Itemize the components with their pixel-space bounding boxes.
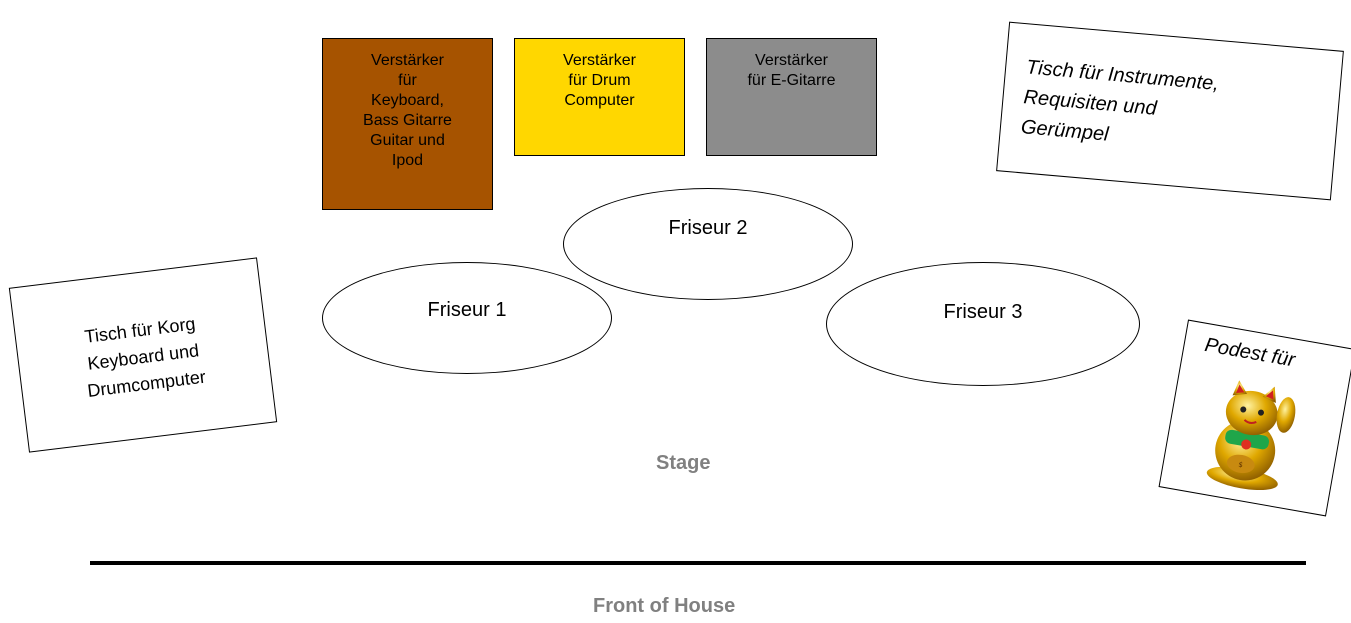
table-instruments-label: Tisch für Instrumente, Requisiten und Ge… — [1020, 52, 1220, 158]
table-korg-label: Tisch für Korg Keyboard und Drumcomputer — [15, 302, 271, 413]
stage-edge-divider — [90, 561, 1306, 565]
front-of-house-label: Front of House — [593, 595, 736, 617]
amp-drum-line-2: für Drum — [568, 72, 631, 89]
amp-keyboard-line-1: Verstärker — [371, 52, 444, 69]
amp-keyboard-line-2: für — [398, 72, 417, 89]
table-korg-keyboard: Tisch für Korg Keyboard und Drumcomputer — [8, 257, 278, 453]
lucky-cat-icon: $ — [1206, 380, 1296, 491]
amp-keyboard-bass-guitar: Verstärker für Keyboard, Bass Gitarre Gu… — [322, 38, 493, 210]
table-instruments: Tisch für Instrumente, Requisiten und Ge… — [996, 21, 1344, 201]
hairdresser-3-station: Friseur 3 — [826, 262, 1140, 386]
hairdresser-3-label: Friseur 3 — [943, 301, 1023, 323]
amp-eguitar-line-1: Verstärker — [755, 52, 828, 69]
hairdresser-1-station: Friseur 1 — [322, 262, 612, 374]
podest-label: Podest für — [1203, 334, 1297, 372]
hairdresser-2-station: Friseur 2 — [563, 188, 853, 300]
amp-keyboard-line-5: Guitar und — [370, 132, 445, 149]
amp-drum-line-3: Computer — [564, 92, 635, 109]
amp-keyboard-line-6: Ipod — [391, 152, 424, 169]
amp-drum-line-1: Verstärker — [563, 52, 636, 69]
stage-label: Stage — [656, 452, 711, 474]
svg-text:$: $ — [1238, 461, 1244, 470]
podest: Podest für $ — [1158, 319, 1351, 517]
amp-keyboard-line-3: Keyboard, — [371, 92, 444, 109]
amp-keyboard-line-4: Bass Gitarre — [363, 112, 452, 129]
amp-eguitar-line-2: für E-Gitarre — [747, 72, 836, 89]
hairdresser-2-label: Friseur 2 — [668, 217, 748, 239]
hairdresser-1-label: Friseur 1 — [427, 299, 507, 321]
amp-drum-computer: Verstärker für Drum Computer — [514, 38, 685, 156]
amp-e-guitar: Verstärker für E-Gitarre — [706, 38, 877, 156]
